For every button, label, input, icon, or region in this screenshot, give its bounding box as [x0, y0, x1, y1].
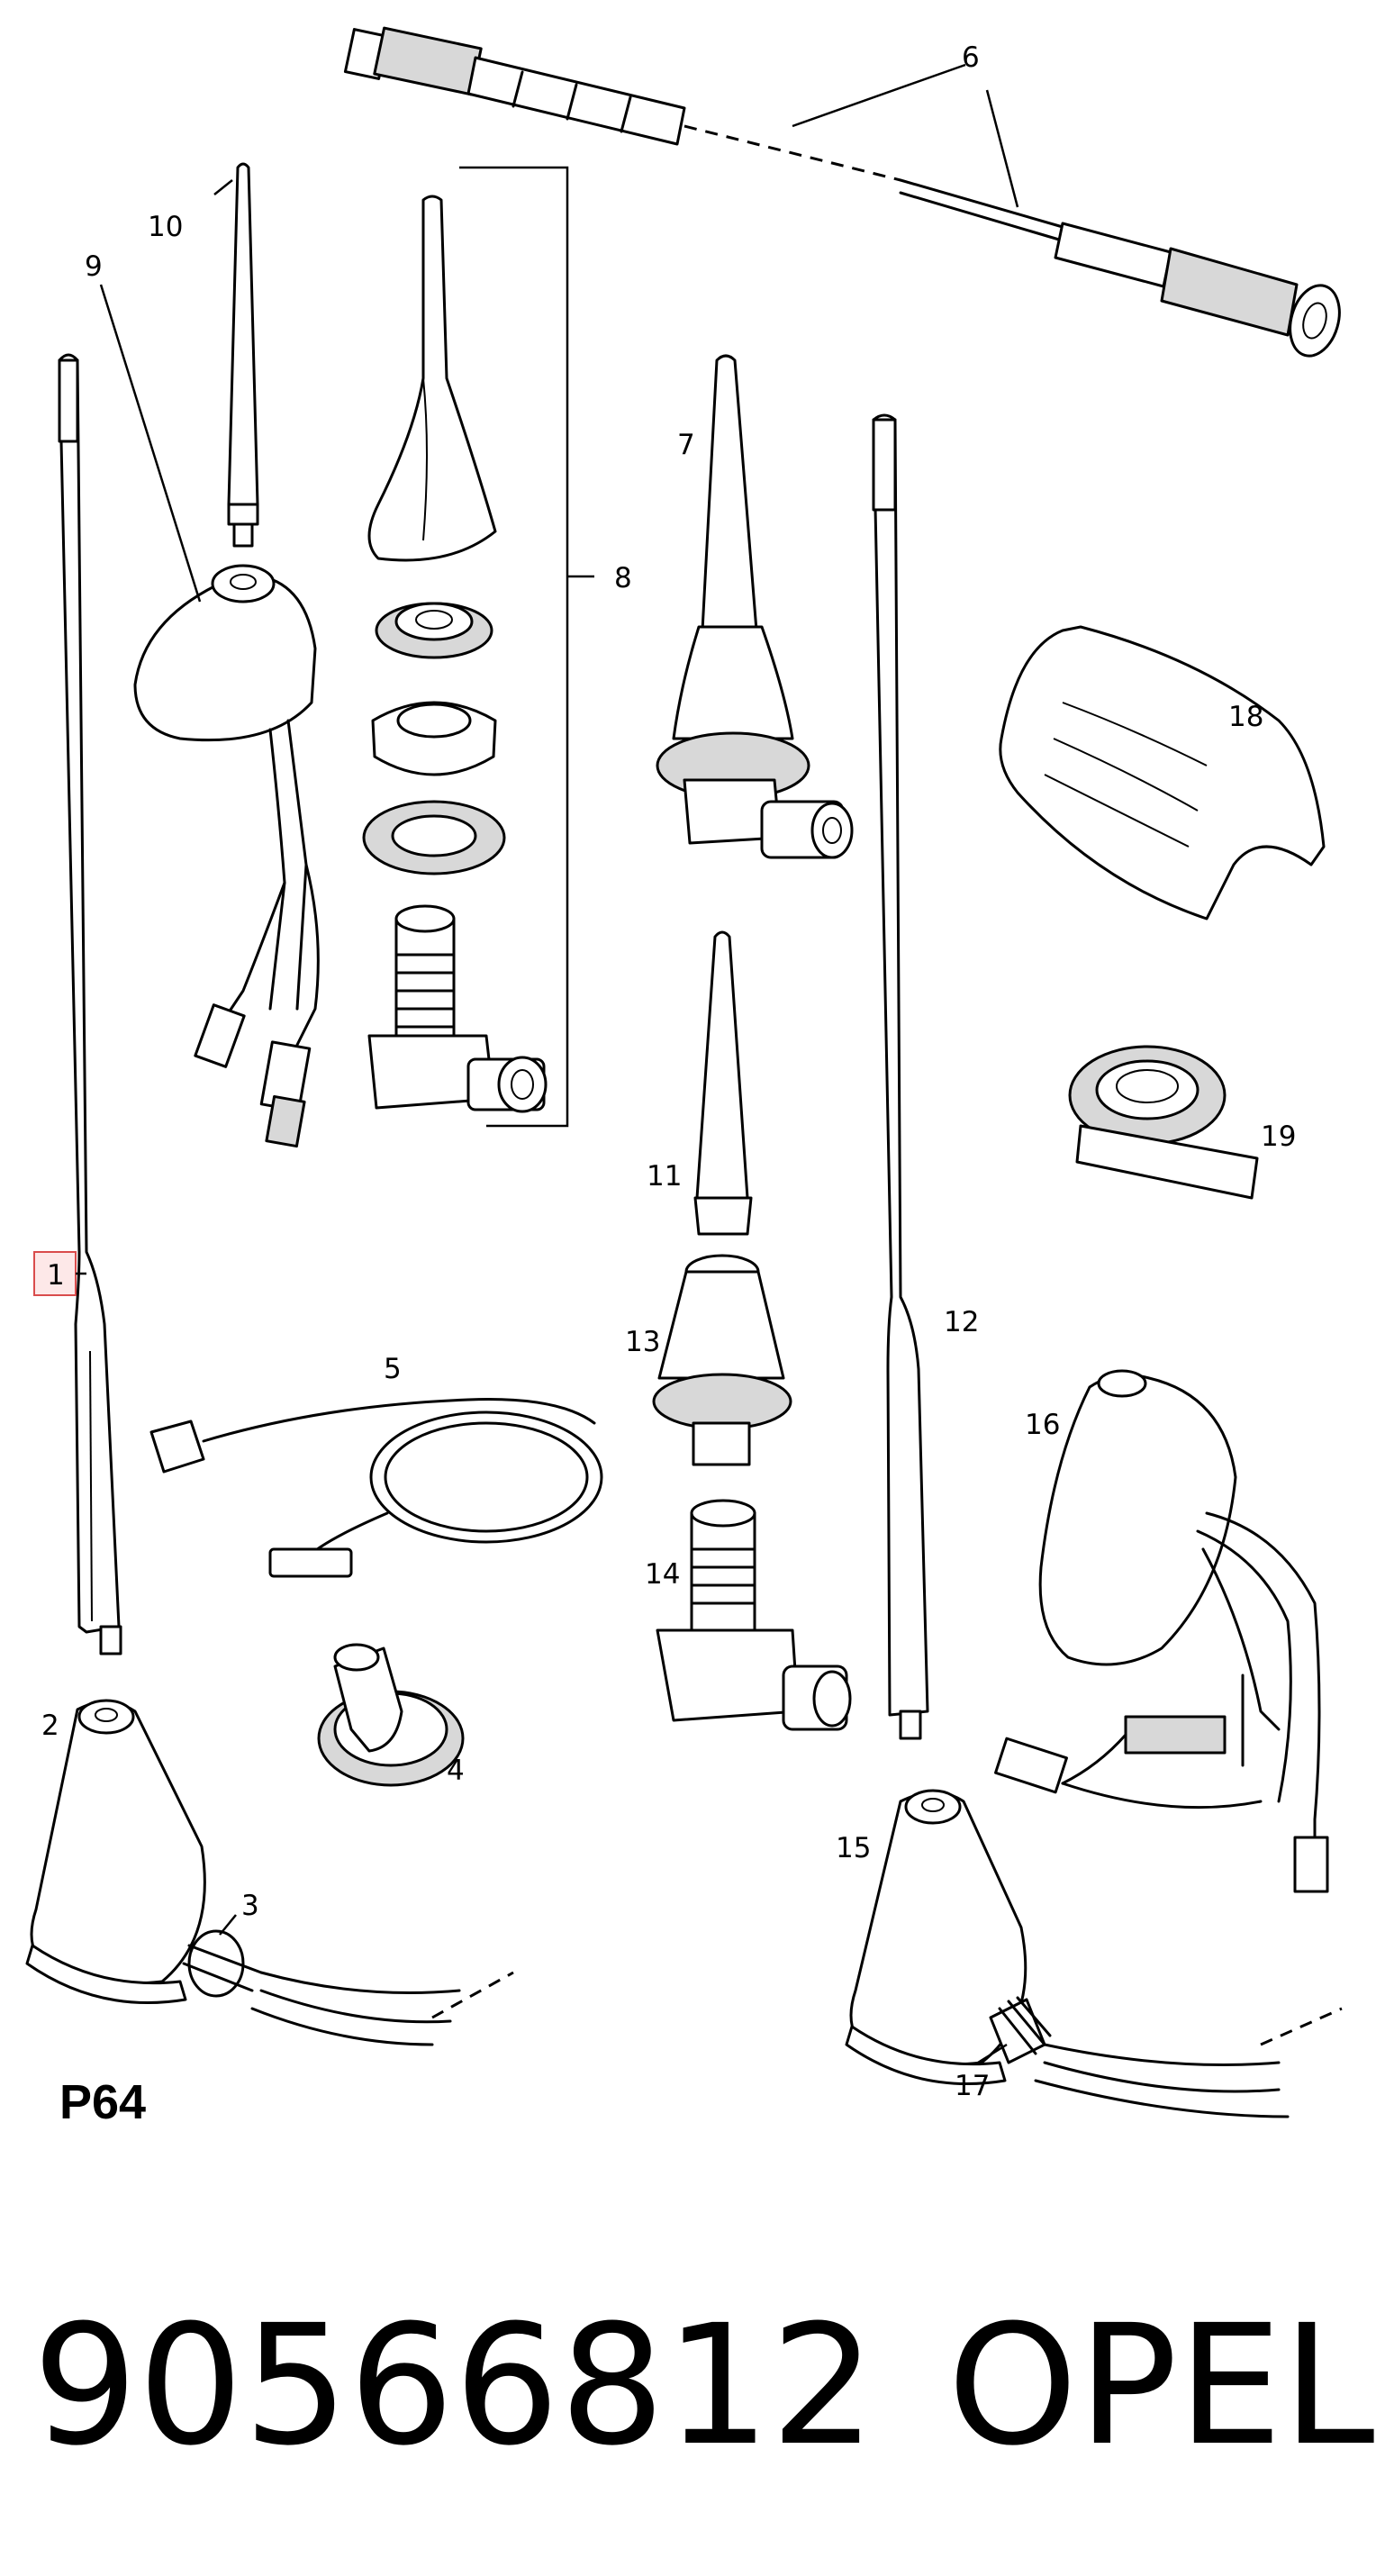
brand-name: OPEL — [947, 2290, 1375, 2482]
callout-10: 10 — [148, 211, 183, 243]
callout-13: 13 — [625, 1326, 660, 1358]
part-7-antenna-assembly[interactable] — [656, 354, 854, 859]
part-11-tapered-whip[interactable] — [693, 930, 753, 1236]
part-6-coax-cable[interactable] — [343, 26, 1347, 361]
part-17-cable-grommet[interactable] — [989, 1996, 1343, 2118]
callout-1: 1 — [47, 1259, 65, 1292]
part-9-roof-antenna-base[interactable] — [133, 564, 320, 1148]
callout-8: 8 — [614, 562, 632, 594]
callout-5: 5 — [384, 1353, 402, 1385]
callout-16: 16 — [1025, 1409, 1060, 1441]
callout-2: 2 — [41, 1710, 59, 1742]
callout-6: 6 — [962, 41, 980, 74]
part-number: 90566812 — [32, 2290, 876, 2482]
callout-11: 11 — [647, 1160, 682, 1193]
part-5-antenna-cable[interactable] — [149, 1398, 603, 1578]
part-4-grommet[interactable] — [317, 1643, 465, 1787]
callout-9: 9 — [85, 250, 103, 283]
callout-1-highlight[interactable]: 1 — [33, 1251, 86, 1296]
callout-7: 7 — [677, 429, 695, 461]
callout-labels: 6 10 9 8 7 18 19 11 12 13 5 16 14 4 2 3 … — [41, 41, 1296, 2102]
page-code: P64 — [59, 2075, 146, 2129]
callout-17: 17 — [955, 2070, 990, 2102]
part-12-long-mast[interactable] — [872, 413, 929, 1740]
part-18-cover[interactable] — [999, 625, 1326, 921]
part-10-short-whip[interactable] — [227, 162, 259, 548]
part-3-cable-grommet[interactable] — [182, 1929, 514, 2046]
callout-19: 19 — [1261, 1120, 1296, 1153]
callout-4: 4 — [447, 1755, 465, 1787]
callout-3: 3 — [241, 1890, 259, 1922]
part-2-base-housing[interactable] — [25, 1699, 206, 2005]
callout-15: 15 — [836, 1832, 871, 1864]
part-14-elbow-connector[interactable] — [656, 1499, 852, 1731]
callout-12: 12 — [944, 1306, 979, 1338]
part-8-mounting-set[interactable] — [362, 195, 548, 1113]
part-19-tape-roll[interactable] — [1068, 1045, 1259, 1200]
part-16-shark-fin-base[interactable] — [994, 1369, 1329, 1893]
part-13-adapter-sleeve[interactable] — [652, 1254, 792, 1466]
callout-14: 14 — [645, 1558, 680, 1591]
part-8-bracket — [459, 166, 594, 1128]
part-1-long-mast[interactable] — [58, 353, 122, 1655]
callout-18: 18 — [1228, 701, 1263, 733]
part-15-base-housing[interactable] — [845, 1789, 1027, 2086]
